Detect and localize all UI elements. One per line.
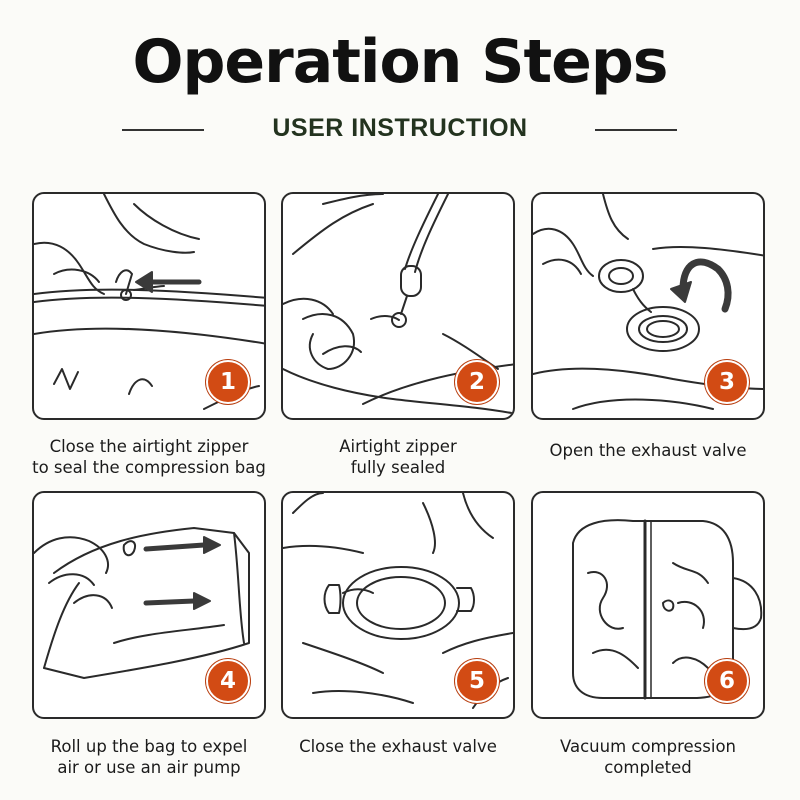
step-2-panel: 2 — [281, 192, 515, 420]
step-1-panel: 1 — [32, 192, 266, 420]
step-6-badge: 6 — [705, 659, 749, 703]
step-6-panel: 6 — [531, 491, 765, 719]
step-5-panel: 5 — [281, 491, 515, 719]
roll-bag-icon — [34, 527, 250, 679]
step-4-panel: 4 — [32, 491, 266, 719]
step-6-caption: Vacuum compression completed — [559, 737, 737, 777]
step-4-badge: 4 — [206, 659, 250, 703]
step-3-panel: 3 — [531, 192, 765, 420]
divider-left — [122, 129, 204, 131]
step-1-caption: Close the airtight zipper to seal the co… — [32, 437, 266, 477]
step-5-badge: 5 — [455, 659, 499, 703]
step-2-caption: Airtight zipper fully sealed — [339, 437, 457, 477]
step-3-badge: 3 — [705, 360, 749, 404]
page-title: Operation Steps — [132, 27, 668, 97]
step-3-caption: Open the exhaust valve — [549, 441, 747, 460]
zipper-sealed-icon — [283, 194, 513, 415]
valve-close-icon — [283, 493, 513, 709]
zipper-close-icon — [34, 194, 264, 410]
step-2-badge: 2 — [455, 360, 499, 404]
compressed-bag-icon — [572, 519, 763, 700]
subtitle: USER INSTRUCTION — [272, 114, 528, 142]
step-5-caption: Close the exhaust valve — [299, 737, 497, 756]
step-4-caption: Roll up the bag to expel air or use an a… — [50, 737, 248, 777]
subtitle-row: USER INSTRUCTION — [0, 112, 800, 148]
divider-right — [595, 129, 677, 131]
step-1-badge: 1 — [206, 360, 250, 404]
